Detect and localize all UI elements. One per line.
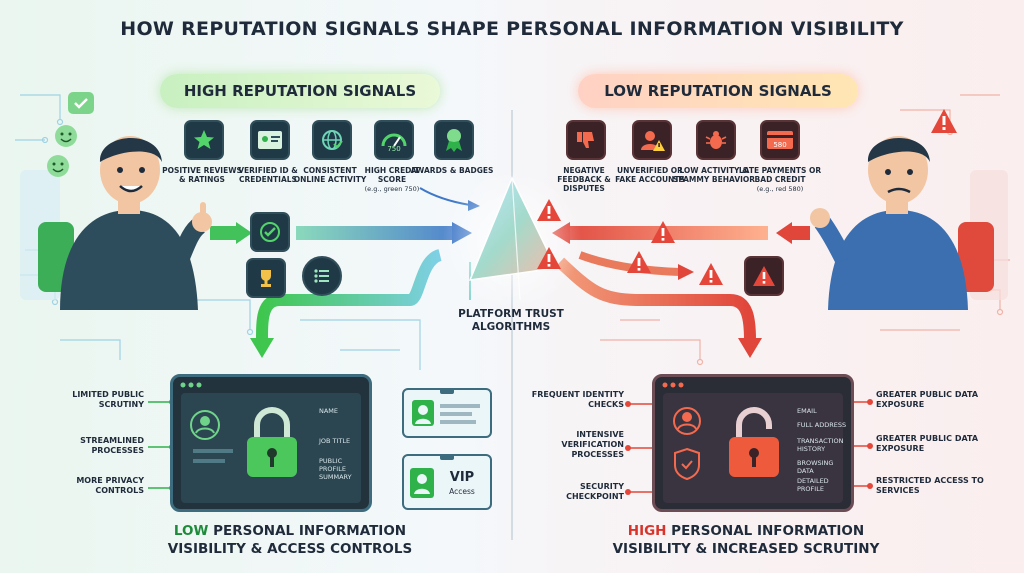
high-visibility-caption: HIGH PERSONAL INFORMATION VISIBILITY & I… (612, 523, 880, 557)
warning-icon (537, 247, 561, 269)
signal-label: NEGATIVE FEEDBACK & DISPUTES (557, 166, 611, 193)
vip-subtitle: Access (449, 487, 475, 496)
id-card-icon (250, 120, 290, 160)
field-detailed-profile: DETAILED PROFILE (797, 477, 829, 493)
star-icon (184, 120, 224, 160)
svg-text:750: 750 (387, 145, 400, 152)
field-job-title: JOB TITLE (319, 437, 351, 445)
trophy-icon (246, 258, 286, 298)
warning-icon (627, 251, 651, 273)
side-label-streamlined-processes: STREAMLINED PROCESSES (80, 436, 144, 455)
award-icon (434, 120, 474, 160)
page-title: HOW REPUTATION SIGNALS SHAPE PERSONAL IN… (120, 18, 904, 40)
side-label-security-checkpoint: SECURITY CHECKPOINT (566, 482, 624, 501)
warning-icon (651, 221, 675, 243)
smile-emoji-icon (47, 92, 94, 177)
low-visibility-screen: NAME JOB TITLE PUBLIC PROFILE SUMMARY (170, 374, 372, 512)
low-visibility-caption: LOW PERSONAL INFORMATION VISIBILITY & AC… (167, 523, 413, 557)
lock-icon (247, 407, 297, 477)
happy-person-illustration (20, 136, 212, 310)
bug-icon (696, 120, 736, 160)
fake-account-icon (632, 120, 672, 160)
signal-label: HIGH CREDIT SCORE(e.g., green 750) (364, 166, 420, 193)
side-label-verification-processes: INTENSIVE VERIFICATION PROCESSES (561, 430, 624, 459)
field-transaction-history: TRANSACTION HISTORY (797, 437, 844, 453)
field-email: EMAIL (797, 407, 817, 415)
gauge-icon: 750 (374, 120, 414, 160)
side-label-public-exposure-2: GREATER PUBLIC DATA EXPOSURE (876, 434, 979, 453)
low-reputation-heading: LOW REPUTATION SIGNALS (578, 74, 858, 108)
warning-tile-icon (744, 256, 784, 296)
signal-label: CONSISTENT ONLINE ACTIVITY (293, 166, 367, 184)
id-badge-card (402, 388, 492, 438)
side-label-public-exposure: GREATER PUBLIC DATA EXPOSURE (876, 390, 979, 409)
vip-access-card: VIP Access (402, 454, 492, 510)
prism-shape (468, 176, 558, 281)
list-icon (302, 256, 342, 296)
warning-icon (699, 263, 723, 285)
field-full-address: FULL ADDRESS (797, 421, 847, 429)
side-label-identity-checks: FREQUENT IDENTITY CHECKS (531, 390, 624, 409)
unlocked-padlock-icon (729, 407, 779, 477)
field-name: NAME (319, 407, 339, 415)
svg-text:580: 580 (773, 141, 786, 149)
signal-label: VERIFIED ID & CREDENTIALS (238, 166, 298, 184)
side-label-limited-scrutiny: LIMITED PUBLIC SCRUTINY (72, 390, 144, 409)
signal-label: AWARDS & BADGES (410, 166, 494, 175)
checkmark-shield-icon (250, 212, 290, 252)
warning-icon (931, 109, 957, 133)
high-visibility-screen: EMAIL FULL ADDRESS TRANSACTION HISTORY B… (652, 374, 854, 512)
signal-label: POSITIVE REVIEWS & RATINGS (162, 166, 242, 184)
high-reputation-heading: HIGH REPUTATION SIGNALS (160, 74, 440, 108)
side-label-restricted-access: RESTRICTED ACCESS TO SERVICES (876, 476, 984, 495)
signal-label: UNVERIFIED OR FAKE ACCOUNTS (615, 166, 685, 184)
field-public-profile-summary: PUBLIC PROFILE SUMMARY (319, 457, 352, 481)
field-browsing-data: BROWSING DATA (797, 459, 834, 475)
thumbs-down-icon (566, 120, 606, 160)
vip-title: VIP (449, 470, 475, 485)
credit-card-icon: 580 (760, 120, 800, 160)
side-label-privacy-controls: MORE PRIVACY CONTROLS (76, 476, 144, 495)
signal-label: LATE PAYMENTS OR BAD CREDIT(e.g., red 58… (738, 166, 822, 193)
worried-person-illustration (810, 136, 1008, 310)
platform-trust-algorithms-label: PLATFORM TRUST ALGORITHMS (458, 308, 564, 333)
warning-icon (537, 199, 561, 221)
signal-label: LOW ACTIVITY & SPAMMY BEHAVIOR (672, 166, 756, 184)
globe-icon (312, 120, 352, 160)
